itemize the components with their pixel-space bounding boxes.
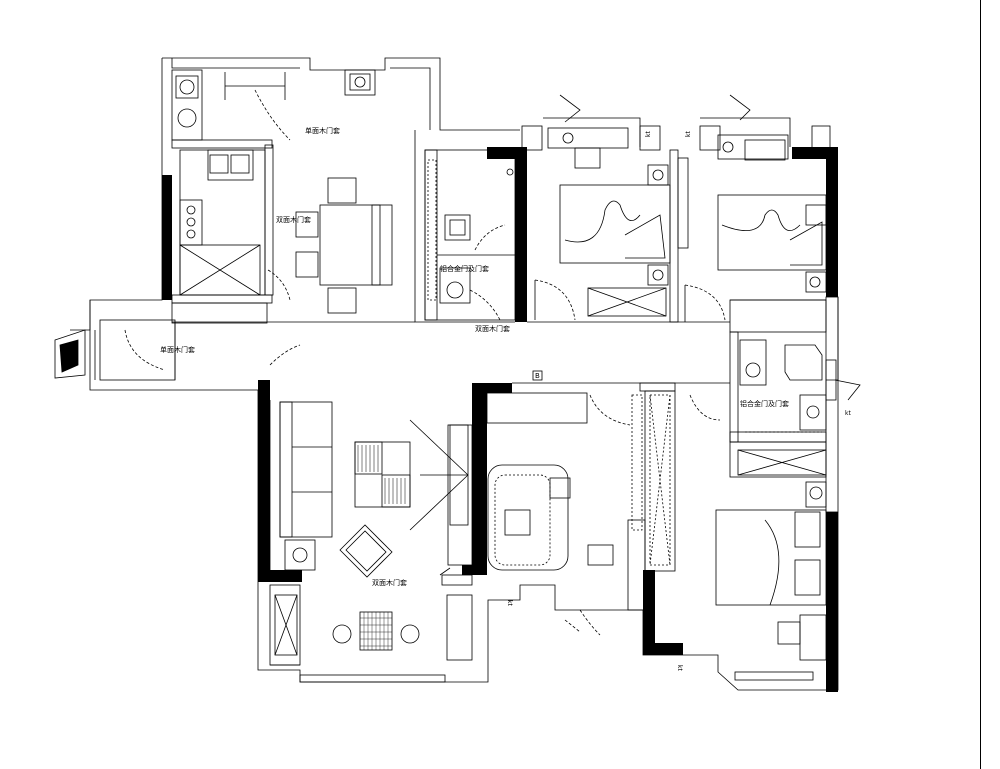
study	[487, 394, 721, 571]
bedroom-3	[684, 94, 827, 322]
master-bedroom	[649, 394, 827, 661]
kt-mark-2: kt	[685, 131, 692, 137]
bathroom-2	[737, 339, 861, 476]
kt-mark-4: kt	[506, 600, 513, 606]
tag-b-marker	[532, 370, 543, 381]
balcony-table	[274, 567, 451, 656]
label-door-single-top: 单面木门套	[305, 126, 340, 135]
living-room	[279, 401, 469, 578]
tag-b-text: B	[535, 372, 540, 380]
kt-mark-3: kt	[845, 410, 851, 417]
kt-mark-5: kt	[676, 665, 683, 671]
kt-markers: kt kt kt kt kt	[506, 131, 851, 672]
page-edge-line	[980, 0, 981, 769]
entry	[54, 319, 176, 381]
interior-walls	[171, 139, 839, 666]
label-door-combo-bath2: 铝合金门及门套	[740, 399, 789, 408]
bathroom-1	[427, 159, 514, 304]
label-door-double-corridor: 双面木门套	[475, 324, 510, 333]
kitchen	[171, 69, 376, 301]
label-door-single-entry: 单面木门套	[160, 345, 195, 354]
door-labels: 单面木门套 双面木门套 铝合金门及门套 双面木门套 单面木门套 铝合金门及门套 …	[160, 126, 789, 587]
label-door-combo-bath1: 铝合金门及门套	[440, 264, 489, 273]
label-door-double-living: 双面木门套	[372, 578, 407, 587]
door-swings	[269, 289, 601, 636]
bedroom-2	[534, 94, 671, 321]
kt-mark-1: kt	[645, 131, 652, 137]
dining-table	[295, 177, 393, 314]
solid-walls	[162, 147, 838, 692]
label-door-double-kitchen: 双面木门套	[276, 215, 311, 224]
